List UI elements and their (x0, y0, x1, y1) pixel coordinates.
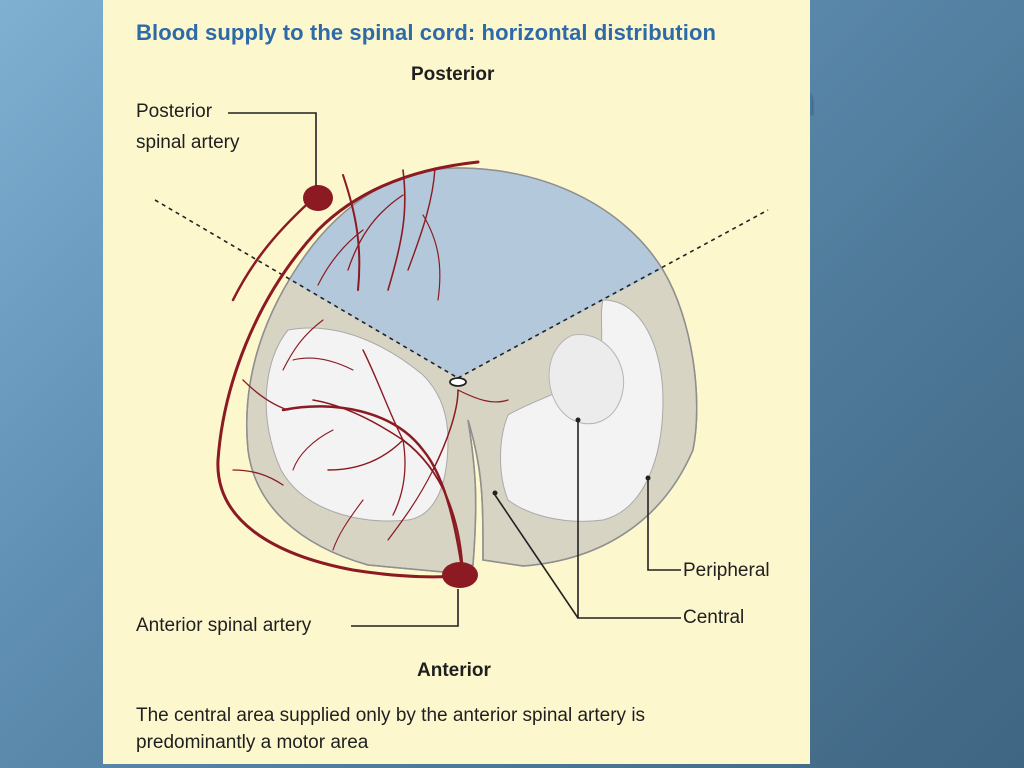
caption-line-1: The central area supplied only by the an… (136, 705, 646, 726)
central-horn-right (548, 334, 625, 425)
label-posterior: Posterior (411, 64, 495, 85)
artery-network (216, 160, 509, 579)
central-zone-left (265, 327, 449, 522)
central-pointer-dot-b (492, 490, 498, 496)
label-anterior: Anterior (417, 660, 491, 681)
label-central: Central (683, 607, 745, 628)
figure-title: Blood supply to the spinal cord: horizon… (136, 20, 717, 45)
posterior-territory (246, 168, 697, 378)
spinal-cord-border (245, 167, 698, 573)
posterior-spinal-artery-node (303, 185, 333, 211)
figure-caption: The central area supplied only by the an… (136, 702, 796, 756)
central-pointer-dot-a (575, 417, 581, 423)
label-posterior-spinal-artery-line1: Posterior (136, 101, 213, 122)
label-posterior-spinal-artery-line2: spinal artery (136, 132, 240, 153)
figure-panel: Blood supply to the spinal cord: horizon… (103, 0, 810, 764)
leader-anterior-spinal-artery (351, 589, 459, 627)
leader-posterior-spinal-artery (228, 112, 317, 186)
spinal-cord-diagram (154, 112, 769, 627)
leader-peripheral (647, 478, 681, 571)
label-anterior-spinal-artery: Anterior spinal artery (136, 615, 312, 636)
label-peripheral: Peripheral (683, 560, 770, 581)
caption-line-2: predominantly a motor area (136, 732, 369, 753)
central-canal (449, 377, 467, 387)
peripheral-pointer-dot (645, 475, 651, 481)
divider-right (457, 209, 769, 379)
anterior-spinal-artery-node (442, 562, 478, 588)
divider-left (154, 199, 459, 379)
leader-central-b (494, 494, 579, 619)
